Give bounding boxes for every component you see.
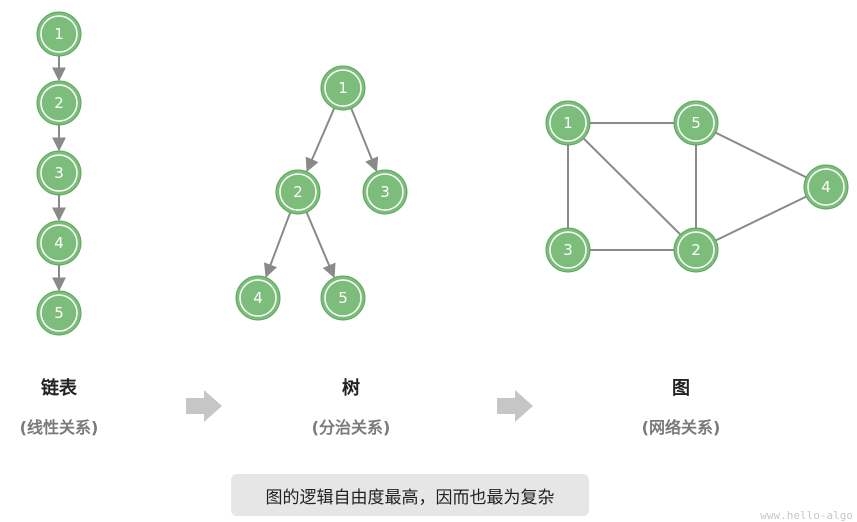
tree-subtitle: (分治关系) bbox=[311, 418, 391, 437]
linked-list-node-3: 3 bbox=[36, 150, 82, 196]
tree-node-label: 1 bbox=[338, 79, 348, 97]
tree-node-label: 3 bbox=[380, 183, 390, 201]
caption-text: 图的逻辑自由度最高，因而也最为复杂 bbox=[265, 487, 555, 508]
linked-list-node-label: 4 bbox=[54, 234, 64, 252]
graph-node-label: 4 bbox=[821, 178, 831, 196]
graph-edge-2-4 bbox=[695, 186, 827, 251]
graph-title: 图 bbox=[672, 378, 690, 399]
graph-node-label: 5 bbox=[691, 114, 701, 132]
tree-node-label: 2 bbox=[293, 183, 303, 201]
linked-list-node-1: 1 bbox=[36, 11, 82, 57]
tree-title: 树 bbox=[342, 378, 360, 399]
graph-node-4: 4 bbox=[803, 164, 849, 210]
watermark: www.hello-algo bbox=[760, 509, 853, 522]
tree-edge-1-3 bbox=[350, 108, 379, 172]
linked-list-node-label: 5 bbox=[54, 304, 64, 322]
tree-edge-2-5 bbox=[305, 211, 336, 279]
tree-node-2: 2 bbox=[275, 169, 321, 215]
tree-edge-2-4 bbox=[264, 212, 292, 278]
caption-box: 图的逻辑自由度最高，因而也最为复杂 bbox=[231, 474, 589, 516]
graph-node-label: 3 bbox=[563, 241, 573, 259]
linked-list-node-5: 5 bbox=[36, 290, 82, 336]
flow-arrow-1 bbox=[186, 390, 222, 422]
linked-list-node-4: 4 bbox=[36, 220, 82, 266]
graph-node-3: 3 bbox=[545, 227, 591, 273]
graph-node-1: 1 bbox=[545, 100, 591, 146]
linked-list-node-2: 2 bbox=[36, 80, 82, 126]
graph-edge-5-4 bbox=[695, 122, 827, 188]
graph-subtitle: (网络关系) bbox=[641, 418, 721, 437]
graph-node-2: 2 bbox=[673, 227, 719, 273]
tree-node-1: 1 bbox=[320, 65, 366, 111]
graph-node-label: 2 bbox=[691, 241, 701, 259]
linked-list-node-label: 3 bbox=[54, 164, 64, 182]
graph-node-5: 5 bbox=[673, 100, 719, 146]
flow-arrow-2 bbox=[497, 390, 533, 422]
graph-edge-1-2 bbox=[567, 122, 697, 251]
tree-node-3: 3 bbox=[362, 169, 408, 215]
graph-node-label: 1 bbox=[563, 114, 573, 132]
linked-list-subtitle: (线性关系) bbox=[19, 418, 99, 437]
tree-edge-1-2 bbox=[305, 107, 336, 173]
linked-list-node-label: 2 bbox=[54, 94, 64, 112]
tree-node-5: 5 bbox=[320, 275, 366, 321]
tree-node-label: 4 bbox=[253, 289, 263, 307]
tree-node-4: 4 bbox=[235, 275, 281, 321]
linked-list-node-label: 1 bbox=[54, 25, 64, 43]
linked-list-title: 链表 bbox=[41, 378, 77, 399]
tree-node-label: 5 bbox=[338, 289, 348, 307]
